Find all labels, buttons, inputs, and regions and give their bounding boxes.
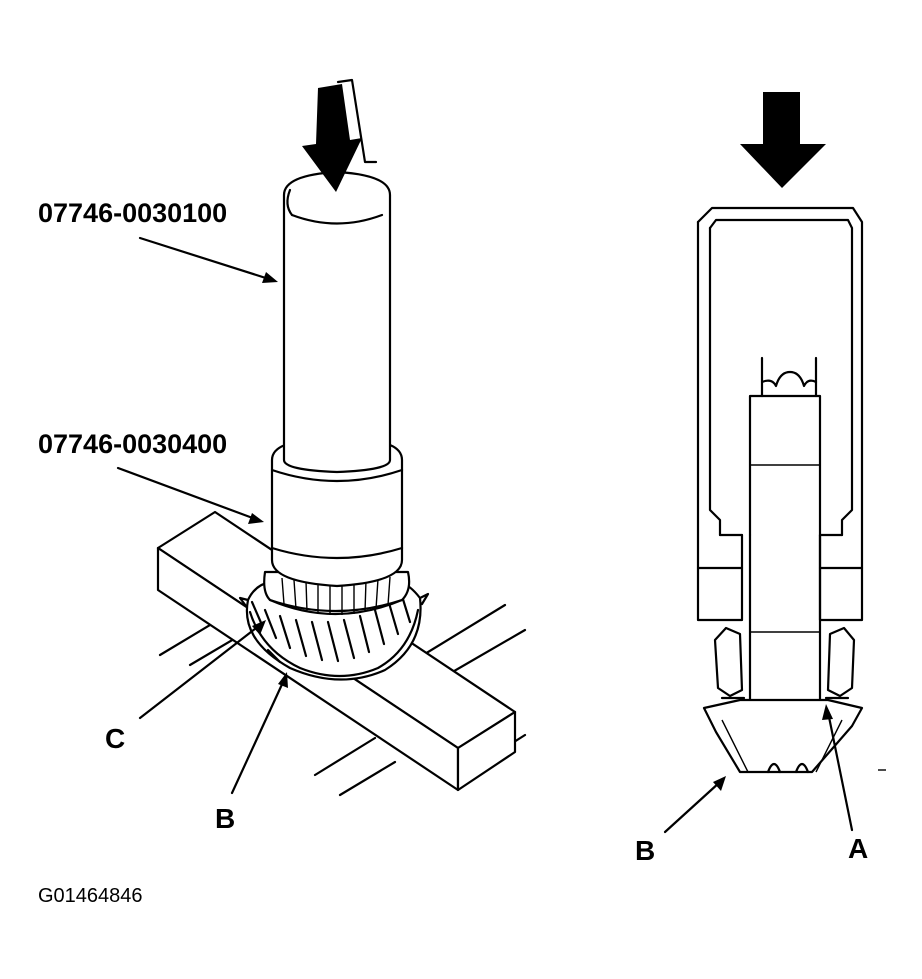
driver-handle-0030100 — [282, 170, 392, 474]
label-a: A — [848, 833, 868, 864]
leader-lines-left — [116, 236, 288, 795]
label-b-right: B — [635, 835, 655, 866]
leader-lines-right — [663, 704, 886, 834]
shaft-section — [748, 356, 822, 702]
bearing-section — [713, 626, 856, 700]
tool-section-housing — [696, 206, 864, 622]
label-tool-lower: 07746-0030400 — [38, 429, 227, 459]
label-b-left: B — [215, 803, 235, 834]
left-illustration: 07746-0030100 07746-0030400 C B — [38, 78, 527, 834]
figure-id: G01464846 — [38, 885, 143, 907]
label-tool-upper: 07746-0030100 — [38, 198, 227, 228]
right-illustration: B A — [635, 92, 886, 866]
attachment-tool-0030400 — [270, 443, 404, 588]
label-c: C — [105, 723, 125, 754]
press-arrow-icon — [740, 92, 826, 188]
press-arrow-icon — [302, 78, 378, 192]
